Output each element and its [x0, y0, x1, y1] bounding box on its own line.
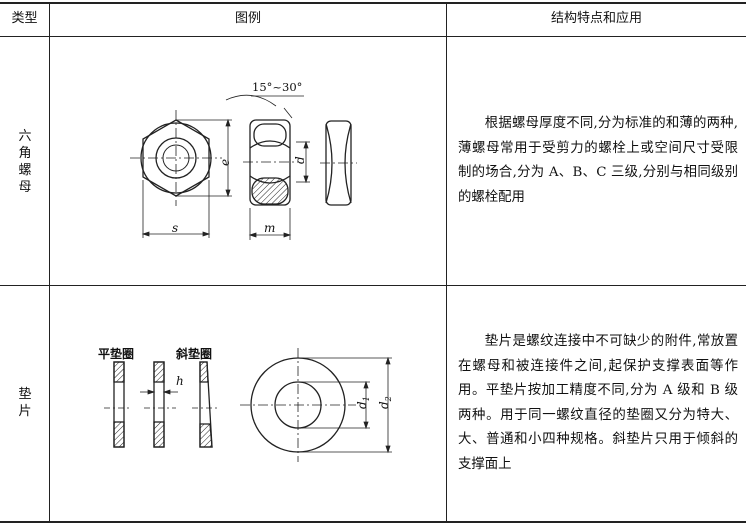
- label-flat-washer: 平垫圈: [98, 346, 134, 361]
- header-figure: 图例: [234, 11, 261, 26]
- header-features: 结构特点和应用: [550, 11, 642, 26]
- flat-washer-h-view: [144, 361, 176, 448]
- bevel-washer-section: [192, 361, 220, 448]
- description-washer-text: 垫片是螺纹连接中不可缺少的附件,常放置在螺母和被连接件之间,起保护支撑表面等作用…: [458, 334, 738, 472]
- label-s: s: [172, 221, 178, 235]
- description-washer: 垫片是螺纹连接中不可缺少的附件,常放置在螺母和被连接件之间,起保护支撑表面等作用…: [458, 330, 738, 477]
- label-d1: d1: [355, 396, 371, 409]
- hex-nut-side-view: [243, 119, 298, 206]
- column-divider-1: [49, 2, 50, 522]
- washer-front-view: [240, 348, 356, 462]
- description-hex-nut: 根据螺母厚度不同,分为标准的和薄的两种,薄螺母常用于受剪力的螺栓上或空间尺寸受限…: [458, 112, 738, 210]
- label-h: h: [176, 374, 184, 388]
- category-washer: 垫片: [18, 387, 32, 419]
- table-top-border: [0, 2, 746, 4]
- header-type: 类型: [11, 11, 38, 26]
- table-bottom-border: [0, 521, 746, 523]
- hex-nut-end-view: [320, 120, 357, 206]
- label-d2: d2: [377, 396, 393, 409]
- hex-nut-front-view: [130, 110, 222, 206]
- label-d: d: [293, 156, 307, 164]
- description-hex-nut-text: 根据螺母厚度不同,分为标准的和薄的两种,薄螺母常用于受剪力的螺栓上或空间尺寸受限…: [458, 116, 738, 205]
- label-e: e: [218, 159, 232, 166]
- label-angle: 15°~30°: [252, 80, 302, 94]
- row-divider: [0, 285, 746, 286]
- label-m: m: [264, 221, 275, 235]
- column-divider-2: [446, 2, 447, 522]
- flat-washer-section: [104, 361, 132, 448]
- label-bevel-washer: 斜垫圈: [175, 346, 212, 361]
- header-bottom-border: [0, 36, 746, 37]
- category-hex-nut: 六角螺母: [18, 129, 32, 195]
